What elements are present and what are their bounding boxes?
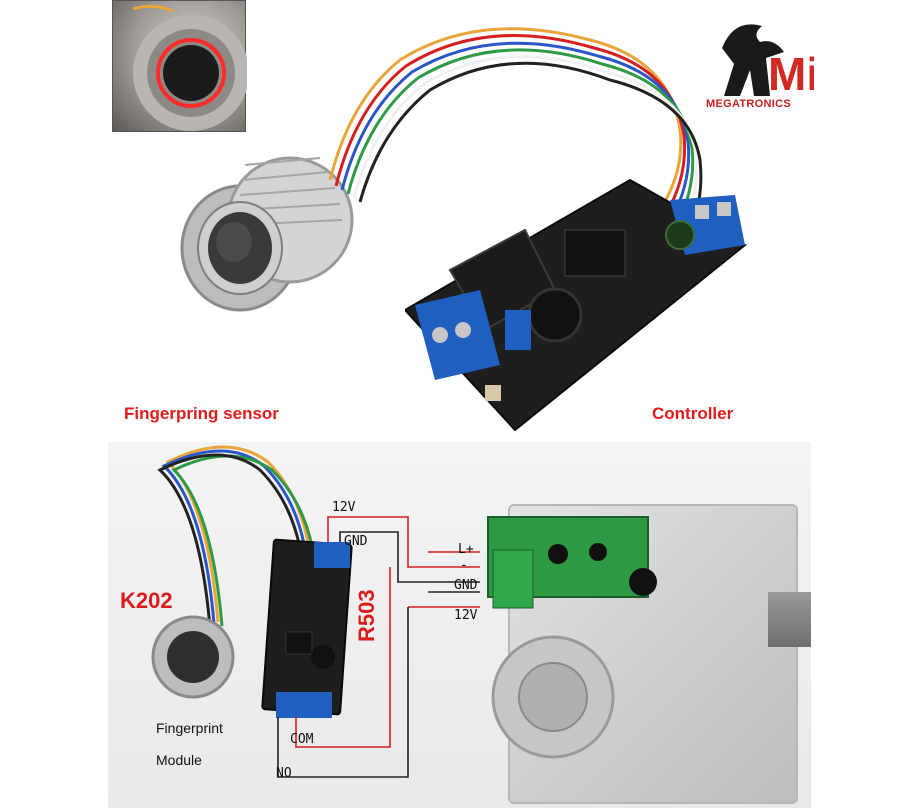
- wire-label-gnd-right: GND: [454, 578, 478, 593]
- wire-label-12v-right: 12V: [454, 608, 478, 623]
- megatronics-logo: Mi: [722, 24, 814, 100]
- wire-label-12v-top: 12V: [332, 500, 356, 515]
- wire-label-l-plus: L+: [458, 542, 474, 557]
- module-label-line1: Fingerprint: [156, 720, 223, 736]
- controller-board-photo: [405, 178, 747, 432]
- label-r503: R503: [354, 589, 379, 642]
- label-k202: K202: [120, 588, 173, 613]
- wire-label-no: NO: [276, 766, 292, 781]
- wire-label-com: COM: [290, 732, 314, 747]
- product-photo-panel: Mi MEGATRONICS: [112, 0, 814, 432]
- wire-label-l-minus: -: [460, 558, 468, 573]
- module-label-line2: Module: [156, 752, 202, 768]
- wiring-graphic: [151, 445, 657, 778]
- svg-text:Mi: Mi: [768, 48, 814, 100]
- sensor-closeup-inset: [112, 0, 249, 132]
- sensor-cable: [328, 27, 703, 231]
- fingerprint-sensor-photo: [180, 156, 354, 312]
- caption-fingerprint-sensor: Fingerpring sensor: [124, 404, 279, 423]
- wire-label-gnd-top: GND: [344, 534, 368, 549]
- caption-controller: Controller: [652, 404, 734, 423]
- lock-bolt: [768, 592, 811, 647]
- logo-text: MEGATRONICS: [706, 98, 791, 110]
- sensor-closeup-graphic: [132, 4, 249, 131]
- wiring-diagram-photo: K202 R503 Fingerprint Module 12V GND L+ …: [108, 442, 811, 808]
